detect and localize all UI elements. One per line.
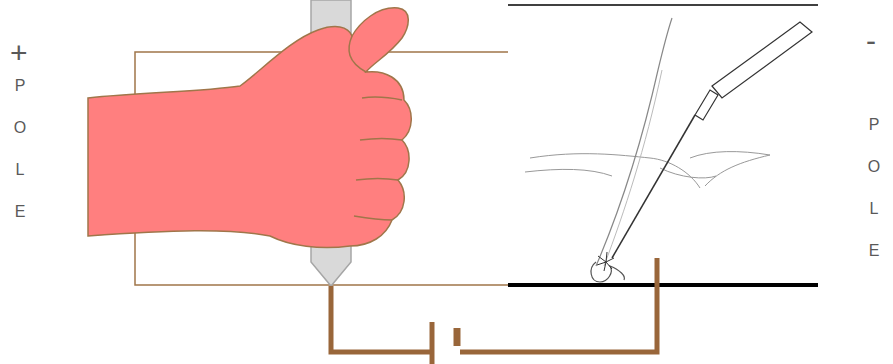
battery-plate (430, 322, 435, 364)
probe-handle (712, 22, 812, 98)
polarity-sign: + (10, 38, 28, 68)
pole-label: P O L E (12, 65, 28, 233)
battery-plate (454, 328, 461, 346)
pole-label: P O L E (866, 104, 882, 272)
hair-shaft (604, 70, 662, 266)
skin-panel (510, 5, 818, 285)
finger-lines (349, 36, 402, 220)
hand (88, 8, 411, 248)
spark (597, 252, 614, 271)
skin-lines (525, 152, 770, 188)
probe-needle (612, 115, 695, 258)
polarity-sign: - (866, 26, 876, 56)
panel-top-line (508, 4, 818, 6)
panel-bottom-line (508, 283, 818, 287)
hair (596, 18, 672, 266)
hair-bulb (591, 262, 624, 282)
probe-shaft (695, 90, 718, 120)
wire (460, 258, 657, 352)
wire (331, 286, 430, 352)
